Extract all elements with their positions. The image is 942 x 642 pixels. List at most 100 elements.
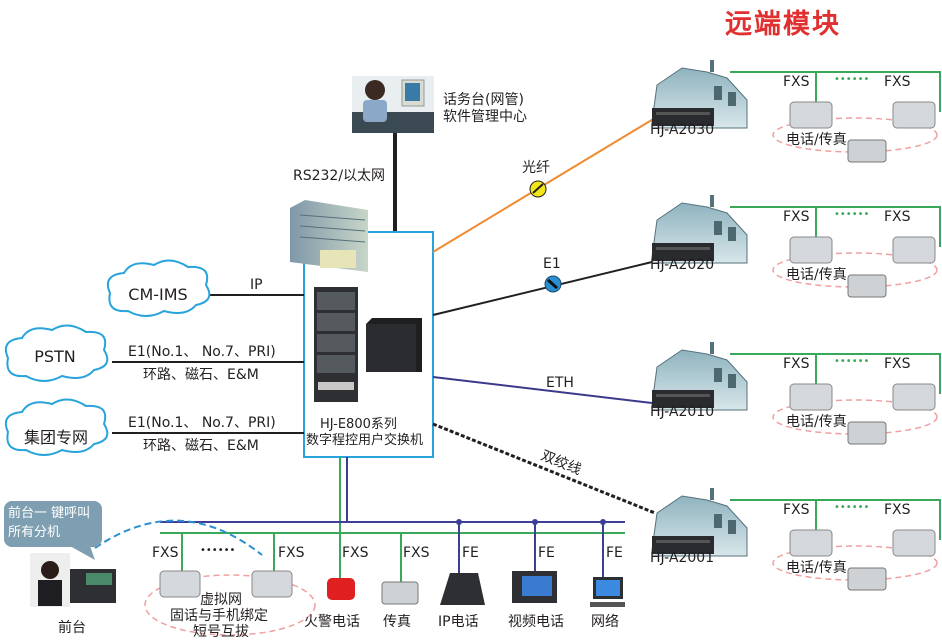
management-label-1: 话务台(网管) — [443, 92, 524, 108]
remote-fxs-right: FXS — [884, 502, 911, 518]
fe-junction — [456, 519, 462, 525]
remote-fxs-right: FXS — [884, 74, 911, 90]
computer-icon — [590, 577, 625, 607]
remote-phone-icon — [789, 383, 833, 411]
remote-fax-icon — [847, 139, 887, 163]
remote-fxs-bus — [730, 71, 941, 112]
desk-phone-icon — [159, 570, 201, 598]
remote-model-label: HJ-A2010 — [650, 404, 715, 420]
ip-phone-icon — [440, 573, 485, 605]
remote-loop — [772, 399, 938, 435]
vnet-fxs-left: FXS — [152, 545, 179, 561]
terminal-port: FE — [538, 545, 555, 561]
operator-workstation-icon — [352, 76, 434, 133]
cabinet-rack-icon — [314, 287, 358, 402]
remote-fxs-left: FXS — [783, 502, 810, 518]
remote-devices-label: 电话/传真 — [786, 560, 847, 576]
remote-phone-icon — [892, 236, 936, 264]
remote-loop — [772, 545, 938, 581]
bubble-line-1: 前台一 键呼叫 — [8, 506, 91, 521]
fax-icon — [381, 581, 419, 605]
fire-phone-icon — [327, 578, 355, 600]
twisted-pair-link — [432, 422, 656, 515]
terminal-label: 网络 — [591, 614, 619, 630]
remote-devices-label: 电话/传真 — [786, 414, 847, 430]
remote-phone-icon — [892, 383, 936, 411]
eth-label: ETH — [546, 375, 574, 391]
terminal-label: 火警电话 — [304, 614, 360, 630]
vnet-line-2: 固话与手机绑定 — [170, 608, 268, 624]
terminal-port: FXS — [403, 545, 430, 561]
terminal-label: IP电话 — [438, 614, 479, 630]
remote-devices-label: 电话/传真 — [786, 132, 847, 148]
remote-phone-icon — [789, 101, 833, 129]
bubble-line-2: 所有分机 — [8, 525, 61, 540]
vnet-dots: •••••• — [200, 545, 236, 556]
management-label-2: 软件管理中心 — [443, 109, 527, 125]
bubble-tail — [70, 546, 95, 560]
remote-loop — [772, 117, 938, 153]
remote-dots: •••••• — [834, 356, 870, 367]
remote-dots: •••••• — [834, 74, 870, 85]
terminal-label: 传真 — [383, 614, 411, 630]
remote-phone-icon — [789, 236, 833, 264]
remote-model-label: HJ-A2020 — [650, 257, 715, 273]
fiber-label: 光纤 — [522, 160, 550, 176]
remote-house-icon — [651, 195, 748, 264]
remote-fxs-bus — [730, 353, 941, 394]
eth-link — [432, 376, 653, 404]
group-link-bottom-label: 环路、磁石、E&M — [143, 438, 259, 454]
virtual-net-loop — [144, 574, 316, 636]
pstn-link-top-label: E1(No.1、 No.7、PRI) — [128, 344, 276, 360]
group-link-top-label: E1(No.1、 No.7、PRI) — [128, 415, 276, 431]
pbx-desc-label: 数字程控用户交换机 — [306, 433, 424, 448]
remote-phone-icon — [789, 529, 833, 557]
cloud-group-net-icon — [4, 398, 109, 456]
remote-fxs-bus — [730, 206, 941, 247]
remote-devices-label: 电话/传真 — [786, 267, 847, 283]
rs232-label: RS232/以太网 — [293, 168, 386, 184]
reception-label: 前台 — [58, 620, 86, 636]
remote-modules-title: 远端模块 — [725, 9, 841, 40]
terminal-label: 视频电话 — [508, 614, 564, 630]
terminal-port: FXS — [342, 545, 369, 561]
vnet-fxs-right: FXS — [278, 545, 305, 561]
building-icon — [290, 200, 368, 272]
remote-fxs-right: FXS — [884, 356, 911, 372]
pbx-model-label: HJ-E800系列 — [320, 417, 397, 432]
remote-dots: •••••• — [834, 502, 870, 513]
cloud-group-net-label: 集团专网 — [23, 428, 88, 447]
remote-model-label: HJ-A2030 — [650, 122, 715, 138]
remote-fax-icon — [847, 421, 887, 445]
video-phone-icon — [512, 571, 557, 603]
fe-junction — [600, 519, 606, 525]
vnet-line-1: 虚拟网 — [200, 592, 242, 608]
fiber-connector-icon — [529, 180, 547, 198]
terminal-port: FE — [462, 545, 479, 561]
reception-console-icon — [70, 569, 116, 603]
remote-fxs-left: FXS — [783, 209, 810, 225]
remote-fxs-left: FXS — [783, 74, 810, 90]
chassis-icon — [366, 318, 422, 372]
remote-house-icon — [651, 488, 748, 557]
cloud-pstn-label: PSTN — [34, 347, 76, 366]
remote-dots: •••••• — [834, 209, 870, 220]
cloud-pstn-icon — [4, 324, 109, 382]
pstn-link-bottom-label: 环路、磁石、E&M — [143, 367, 259, 383]
e1-connector-icon — [544, 275, 562, 293]
vnet-line-3: 短号互拔 — [193, 624, 249, 640]
remote-fxs-right: FXS — [884, 209, 911, 225]
remote-loop — [772, 252, 938, 288]
remote-fxs-left: FXS — [783, 356, 810, 372]
remote-phone-icon — [892, 101, 936, 129]
terminal-port: FE — [606, 545, 623, 561]
cloud-cm-ims-icon — [106, 259, 211, 317]
reception-bubble: 前台一 键呼叫 所有分机 — [4, 501, 102, 547]
remote-phone-icon — [892, 529, 936, 557]
remote-house-icon — [651, 342, 748, 411]
cloud-cm-ims-label: CM-IMS — [128, 285, 188, 304]
remote-fax-icon — [847, 567, 887, 591]
ip-link-label: IP — [250, 277, 263, 293]
e1-link — [432, 261, 653, 316]
